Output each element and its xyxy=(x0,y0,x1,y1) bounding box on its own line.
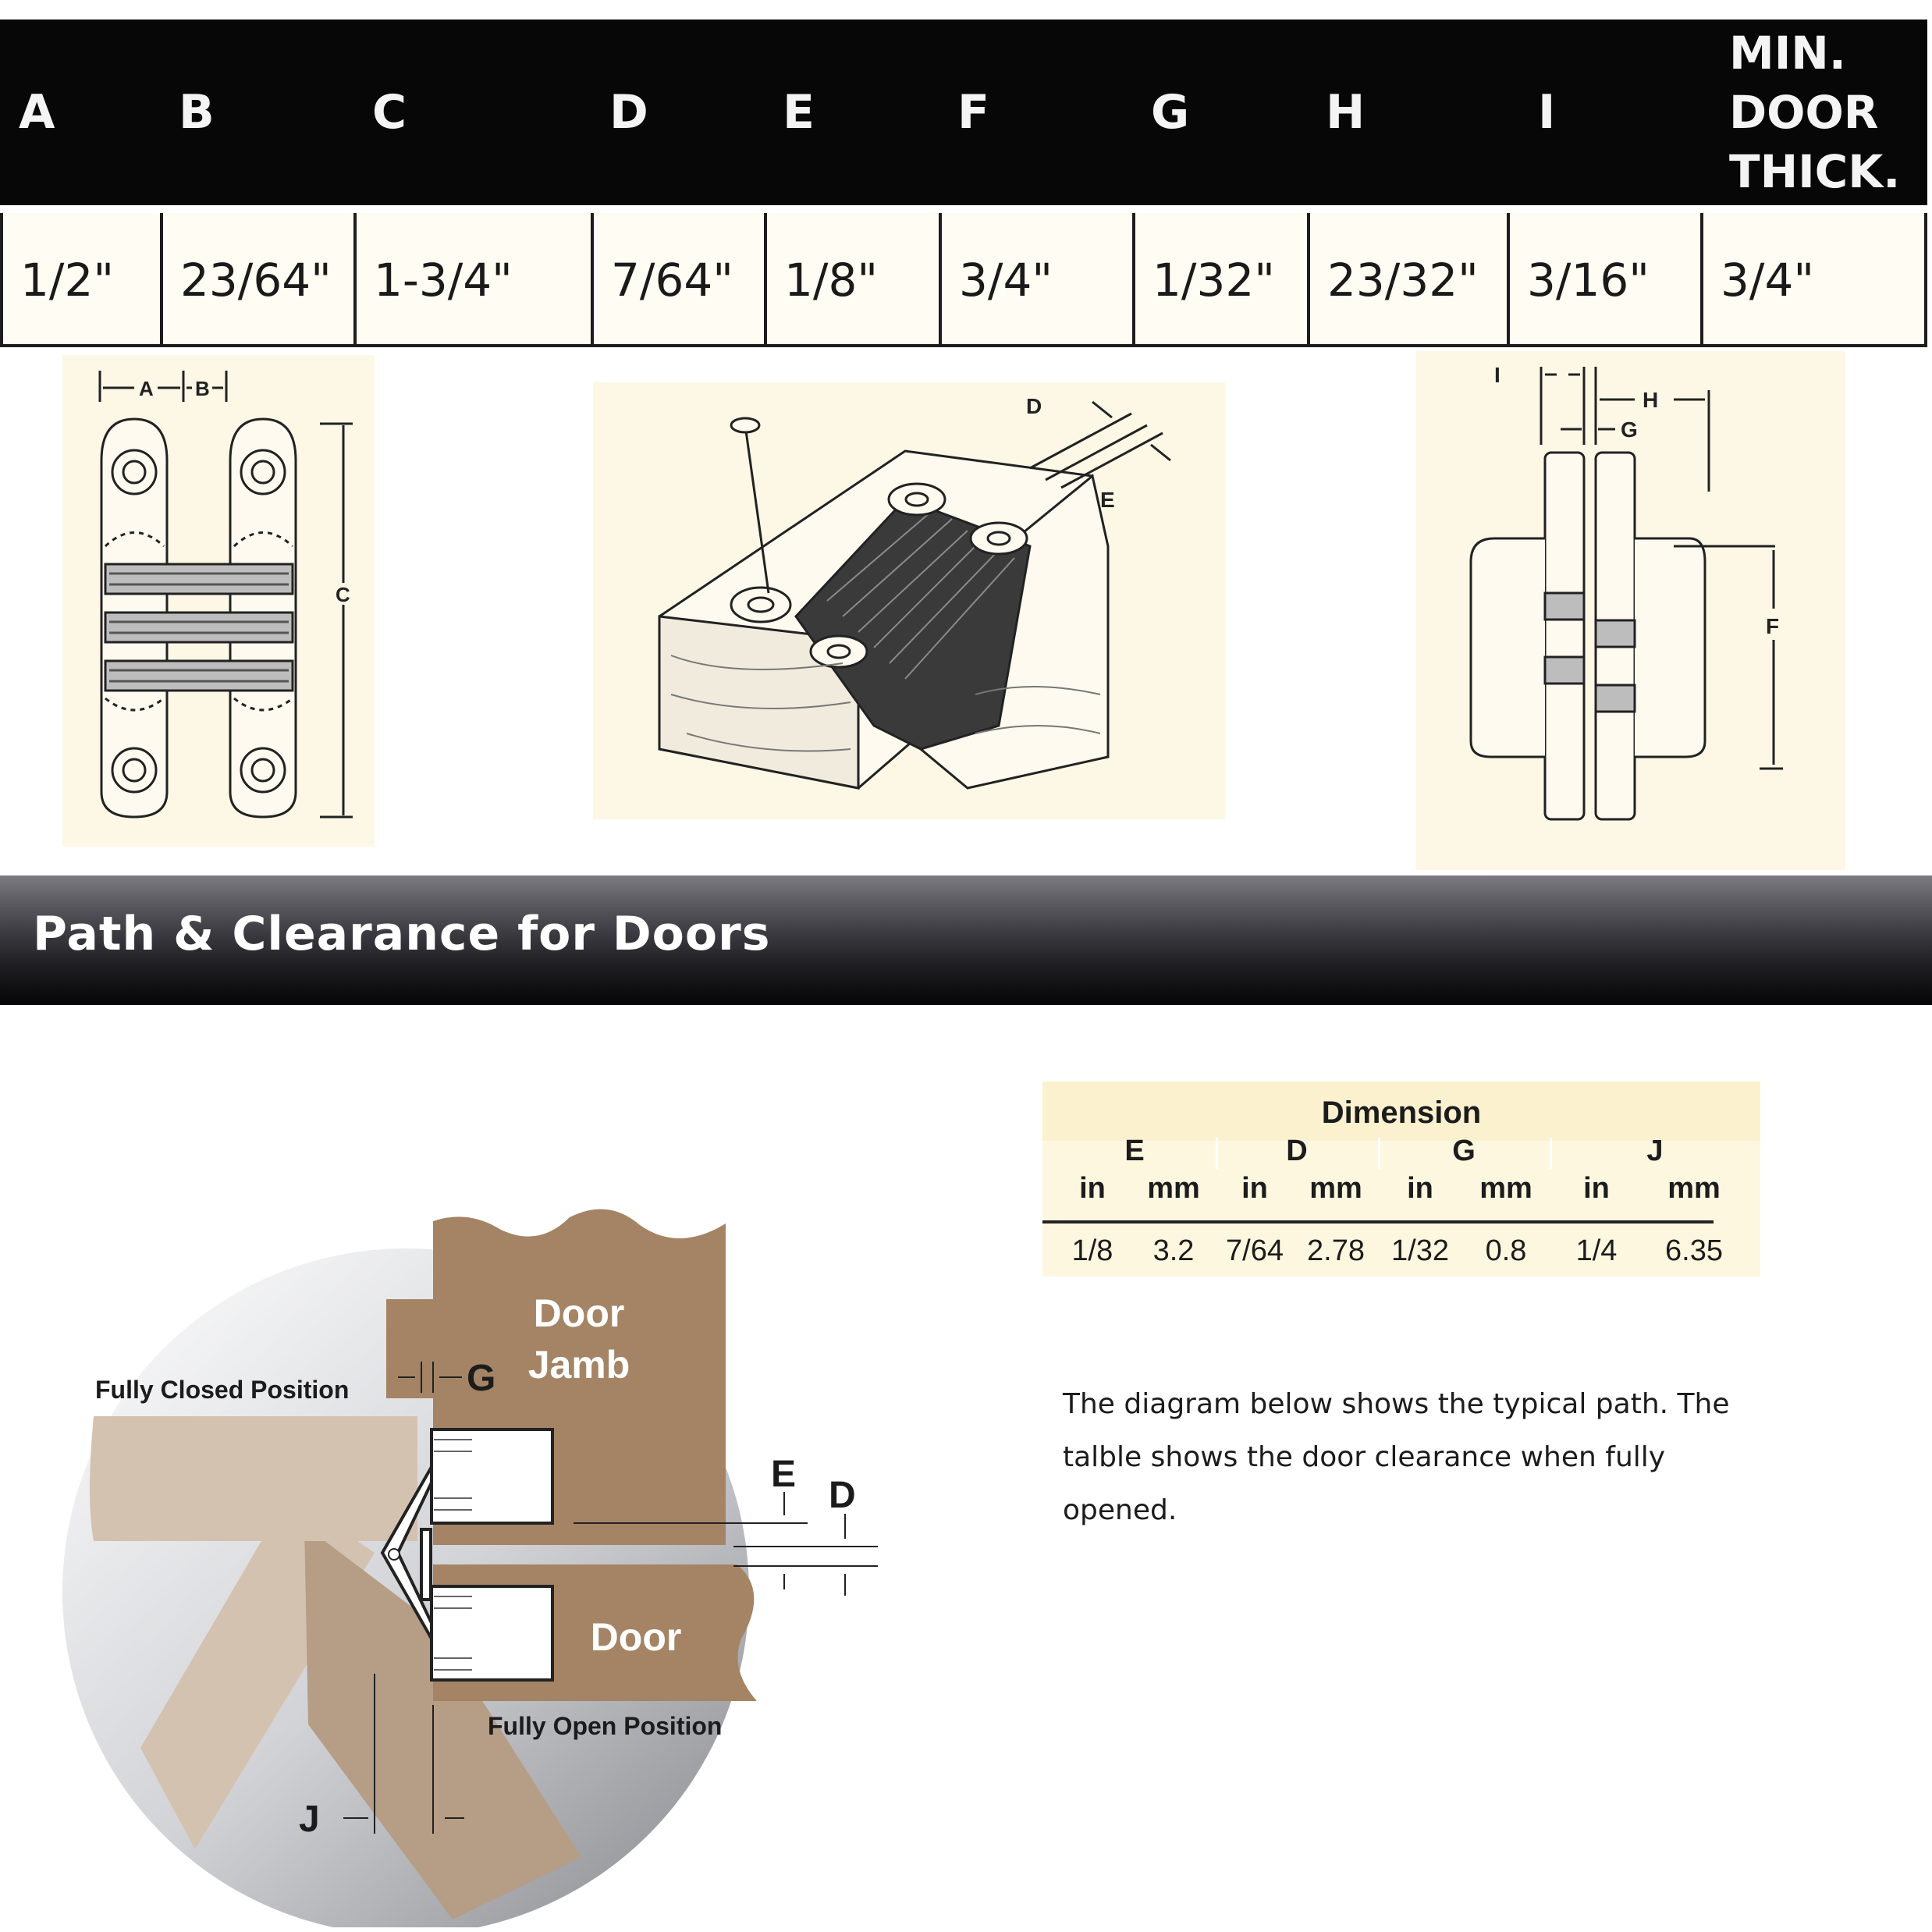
hinge-front-view-drawing: A B C xyxy=(62,355,375,847)
header-min-line: MIN. xyxy=(1729,27,1846,80)
header-min-door-thick: MIN. DOOR THICK. xyxy=(1709,20,1927,205)
label-d: D xyxy=(829,1475,856,1516)
value-e-mm: 3.2 xyxy=(1152,1234,1195,1267)
header-thick-line: THICK. xyxy=(1729,145,1901,198)
iso-label-e: E xyxy=(1100,488,1115,512)
header-b: B xyxy=(179,85,215,140)
section-banner xyxy=(0,875,1932,1005)
iso-label-d: D xyxy=(1026,394,1042,418)
unit-j-mm: mm xyxy=(1667,1172,1721,1205)
door-fully-open-position xyxy=(304,1525,581,1920)
spec-table: A B C D E F G H I MIN. DOOR THICK. 1/2" … xyxy=(0,20,1927,347)
label-e: E xyxy=(771,1454,796,1495)
group-d: D xyxy=(1286,1135,1308,1167)
header-g: G xyxy=(1151,85,1190,140)
label-g: G xyxy=(467,1358,495,1399)
spec-table-header: A B C D E F G H I MIN. DOOR THICK. xyxy=(0,20,1927,205)
dimension-table: Dimension E D G J in mm in mm in mm in m… xyxy=(1042,1081,1760,1277)
value-g: 1/32" xyxy=(1132,213,1307,347)
value-min-door-thick: 3/4" xyxy=(1700,213,1927,347)
front-label-b: B xyxy=(195,377,210,400)
value-e: 1/8" xyxy=(764,213,939,347)
value-d-mm: 2.78 xyxy=(1307,1234,1365,1267)
fully-closed-label: Fully Closed Position xyxy=(95,1376,349,1404)
header-a: A xyxy=(19,85,55,140)
unit-d-mm: mm xyxy=(1309,1172,1362,1205)
fully-open-label: Fully Open Position xyxy=(488,1712,722,1740)
header-e: E xyxy=(783,85,815,140)
label-j: J xyxy=(299,1799,320,1840)
header-c: C xyxy=(372,85,407,140)
door-label: Door xyxy=(591,1615,682,1659)
value-b: 23/64" xyxy=(160,213,353,347)
value-d-in: 7/64 xyxy=(1226,1234,1284,1267)
hinge-installed-isometric-drawing: D E xyxy=(593,382,1225,819)
value-j-mm: 6.35 xyxy=(1665,1234,1723,1267)
value-h: 23/32" xyxy=(1307,213,1507,347)
unit-g-mm: mm xyxy=(1479,1172,1532,1205)
unit-d-in: in xyxy=(1241,1172,1268,1205)
value-g-in: 1/32 xyxy=(1391,1234,1449,1267)
side-label-g: G xyxy=(1621,417,1638,442)
unit-j-in: in xyxy=(1583,1172,1610,1205)
front-label-c: C xyxy=(336,583,350,606)
value-f: 3/4" xyxy=(939,213,1132,347)
header-i: I xyxy=(1538,85,1556,140)
dimension-table-title: Dimension xyxy=(1321,1096,1482,1130)
value-a: 1/2" xyxy=(0,213,160,347)
hinge-body-door xyxy=(430,1585,554,1682)
hinge-side-view-drawing: I H G F xyxy=(1416,351,1845,870)
hinge-body-jamb xyxy=(430,1428,554,1525)
unit-g-in: in xyxy=(1407,1172,1433,1205)
header-d: D xyxy=(609,85,648,140)
value-d: 7/64" xyxy=(591,213,764,347)
value-e-in: 1/8 xyxy=(1071,1234,1113,1267)
side-label-f: F xyxy=(1766,614,1779,638)
door-jamb-label-line2: Jamb xyxy=(528,1343,630,1387)
door-fully-closed-position xyxy=(90,1416,417,1541)
header-f: F xyxy=(957,85,989,140)
group-g: G xyxy=(1452,1135,1476,1167)
unit-e-mm: mm xyxy=(1147,1172,1200,1205)
value-c: 1-3/4" xyxy=(353,213,591,347)
side-label-i: I xyxy=(1494,363,1500,387)
group-e: E xyxy=(1124,1135,1145,1167)
header-door-line: DOOR xyxy=(1729,86,1879,139)
description-text: The diagram below shows the typical path… xyxy=(1063,1388,1730,1526)
value-i: 3/16" xyxy=(1507,213,1700,347)
group-j: J xyxy=(1646,1135,1664,1167)
value-j-in: 1/4 xyxy=(1575,1234,1618,1267)
header-h: H xyxy=(1326,85,1366,140)
section-title: Path & Clearance for Doors xyxy=(33,907,771,961)
value-g-mm: 0.8 xyxy=(1485,1234,1527,1267)
front-label-a: A xyxy=(139,377,154,400)
spec-table-values-row: 1/2" 23/64" 1-3/4" 7/64" 1/8" 3/4" 1/32"… xyxy=(0,205,1927,347)
unit-e-in: in xyxy=(1079,1172,1106,1205)
door-jamb-label-line1: Door xyxy=(534,1291,625,1335)
side-label-h: H xyxy=(1643,388,1658,412)
door-clearance-diagram: Door Jamb Door Fully Closed Position Ful… xyxy=(62,1209,878,1927)
